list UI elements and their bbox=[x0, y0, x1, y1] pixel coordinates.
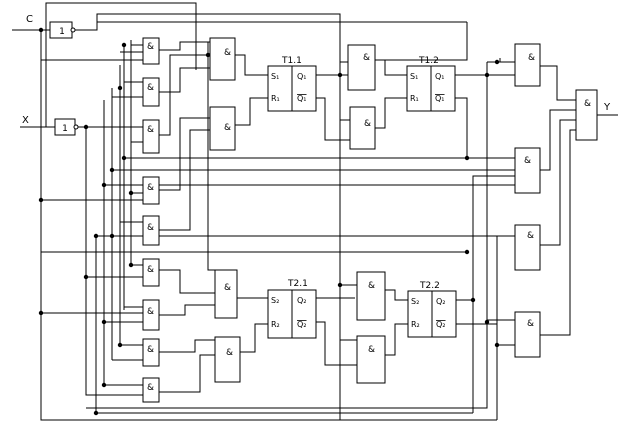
and-gate-l6: & bbox=[142, 258, 160, 287]
junction-dots bbox=[38, 27, 500, 416]
and-gate-final-symbol: & bbox=[584, 99, 591, 109]
input-x-label: X bbox=[22, 115, 29, 126]
and-gate-l3: & bbox=[142, 119, 160, 154]
flipflop-t12-qn: Q₁ bbox=[435, 94, 445, 103]
and-gate-l8-symbol: & bbox=[147, 345, 154, 355]
and-gate-l2: & bbox=[142, 77, 160, 107]
or-gate-c: 1 bbox=[49, 21, 76, 39]
flipflop-t21-title: T2.1 bbox=[287, 279, 308, 289]
and-gate-m4: & bbox=[214, 336, 241, 383]
flipflop-t21: T2.1 S₂ R₂ Q₂ Q₂ bbox=[267, 279, 317, 339]
and-gate-l2-symbol: & bbox=[147, 83, 154, 93]
flipflop-t11-title: T1.1 bbox=[281, 56, 302, 66]
and-gate-r1-symbol: & bbox=[363, 53, 370, 63]
flipflop-t22-qn: Q₂ bbox=[436, 320, 446, 329]
and-gate-o2: & bbox=[514, 147, 541, 194]
and-gate-r3-symbol: & bbox=[368, 281, 375, 291]
wiring bbox=[12, 2, 618, 421]
and-gate-r1: & bbox=[347, 44, 376, 91]
and-gate-r4: & bbox=[356, 335, 386, 384]
and-gate-l6-symbol: & bbox=[147, 265, 154, 275]
and-gate-l1: & bbox=[142, 37, 160, 65]
and-gate-o2-symbol: & bbox=[524, 156, 531, 166]
and-gate-l9: & bbox=[142, 377, 160, 403]
flipflop-t22-s: S₂ bbox=[411, 297, 419, 306]
and-gate-m1-symbol: & bbox=[224, 48, 231, 58]
and-gate-m2: & bbox=[209, 106, 236, 151]
and-gate-l5-symbol: & bbox=[147, 223, 154, 233]
and-gate-r3: & bbox=[356, 271, 386, 321]
flipflop-t12-r: R₁ bbox=[410, 94, 419, 103]
and-gate-r4-symbol: & bbox=[368, 345, 375, 355]
and-gate-o3-symbol: & bbox=[527, 231, 534, 241]
or-gate-x: 1 bbox=[54, 118, 79, 136]
and-gate-l1-symbol: & bbox=[147, 42, 154, 52]
and-gate-o4-symbol: & bbox=[527, 319, 534, 329]
flipflop-t21-r: R₂ bbox=[271, 320, 280, 329]
and-gate-o4: & bbox=[514, 311, 541, 358]
flipflop-t22-r: R₂ bbox=[411, 320, 420, 329]
and-gate-l8: & bbox=[142, 338, 160, 367]
flipflop-t22: T2.2 S₂ R₂ Q₂ Q₂ bbox=[407, 281, 457, 338]
and-gate-l3-symbol: & bbox=[147, 125, 154, 135]
and-gate-o1: & bbox=[514, 43, 541, 87]
flipflop-t12-s: S₁ bbox=[410, 72, 418, 81]
flipflop-t11-qn: Q₁ bbox=[297, 94, 307, 103]
flipflop-t12: T1.2 S₁ R₁ Q₁ Q₁ bbox=[406, 56, 456, 112]
and-gate-r2: & bbox=[349, 106, 376, 150]
and-gate-m4-symbol: & bbox=[226, 348, 233, 358]
and-gate-final: & bbox=[575, 89, 598, 141]
and-gate-m1: & bbox=[209, 37, 236, 81]
or-gate-x-symbol: 1 bbox=[62, 124, 68, 134]
and-gate-r2-symbol: & bbox=[364, 119, 371, 129]
or-gate-c-symbol: 1 bbox=[59, 27, 65, 37]
and-gate-l4-symbol: & bbox=[147, 183, 154, 193]
flipflop-t11-s: S₁ bbox=[271, 72, 279, 81]
and-gate-m3-symbol: & bbox=[224, 283, 231, 293]
and-gate-o1-symbol: & bbox=[528, 53, 535, 63]
flipflop-t21-q: Q₂ bbox=[297, 296, 307, 305]
flipflop-t21-s: S₂ bbox=[271, 296, 279, 305]
flipflop-t22-title: T2.2 bbox=[419, 281, 440, 291]
and-gate-o3: & bbox=[514, 224, 541, 271]
flipflop-t11-r: R₁ bbox=[271, 94, 280, 103]
input-c-label: C bbox=[26, 14, 33, 25]
flipflop-t11-q: Q₁ bbox=[297, 72, 307, 81]
and-gate-l4: & bbox=[142, 176, 160, 205]
and-gate-l7: & bbox=[142, 299, 160, 331]
flipflop-t22-q: Q₂ bbox=[436, 297, 446, 306]
flipflop-t21-qn: Q₂ bbox=[297, 320, 307, 329]
and-gate-m3: & bbox=[214, 269, 238, 319]
and-gate-l7-symbol: & bbox=[147, 307, 154, 317]
flipflop-t12-title: T1.2 bbox=[418, 56, 439, 66]
and-gate-l9-symbol: & bbox=[147, 383, 154, 393]
output-y-label: Y bbox=[603, 102, 611, 113]
flipflop-t12-q: Q₁ bbox=[435, 72, 445, 81]
and-gate-m2-symbol: & bbox=[224, 123, 231, 133]
flipflop-t11: T1.1 S₁ R₁ Q₁ Q₁ bbox=[267, 56, 317, 112]
and-gate-l5: & bbox=[142, 215, 160, 246]
